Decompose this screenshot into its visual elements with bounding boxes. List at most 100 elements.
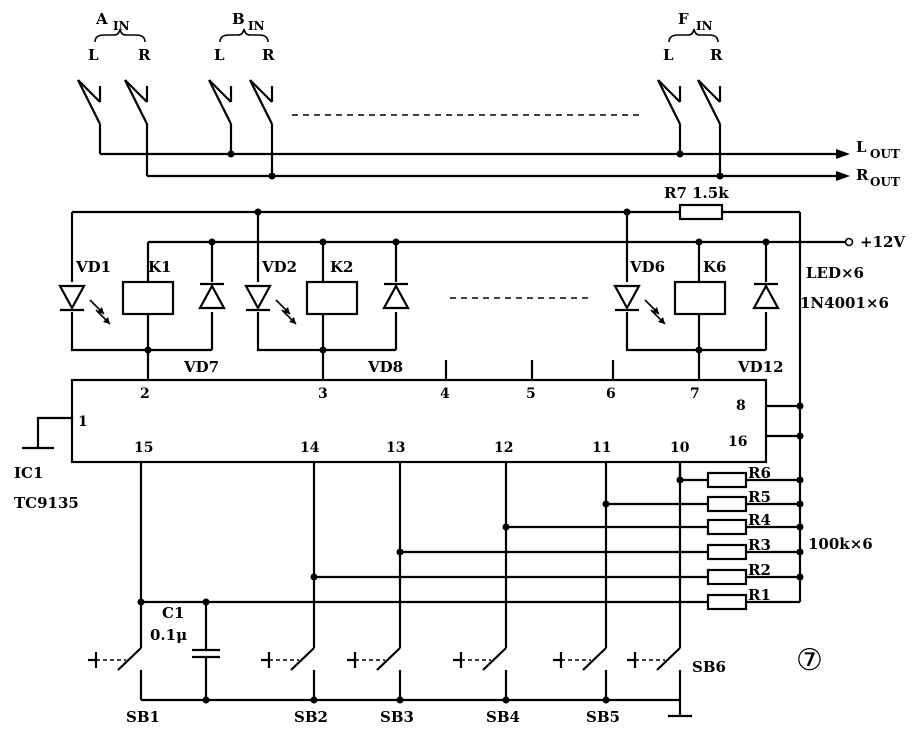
switch-sb3-label: SB3 bbox=[380, 708, 414, 726]
ic1-pin-2: 2 bbox=[140, 386, 150, 402]
input-f-brace bbox=[668, 28, 719, 43]
resistor-r6 bbox=[706, 471, 748, 489]
ic1-pin-4: 4 bbox=[440, 386, 450, 402]
resistor-r5-label: R5 bbox=[748, 488, 771, 506]
output-l-label: L OUT bbox=[856, 138, 900, 161]
diode-vd7-label: VD7 bbox=[183, 358, 219, 376]
switch-sb2-label: SB2 bbox=[294, 708, 328, 726]
ic1-pin-1: 1 bbox=[78, 414, 88, 430]
input-a-l-label: L bbox=[88, 46, 99, 64]
switch-sb3 bbox=[347, 647, 402, 700]
resistor-count-note: 100k×6 bbox=[808, 535, 873, 553]
input-b-l-label: L bbox=[214, 46, 225, 64]
switch-sb2 bbox=[261, 647, 316, 700]
led-emission-arrows-6 bbox=[644, 299, 666, 325]
input-b-r-label: R bbox=[262, 46, 275, 64]
input-f-r-label: R bbox=[710, 46, 723, 64]
resistor-ladder-wiring bbox=[137, 462, 804, 606]
capacitor-c1-value: 0.1μ bbox=[150, 626, 187, 644]
supply-12v-label: +12V bbox=[860, 233, 905, 251]
resistor-r7-label: R7 1.5k bbox=[664, 184, 729, 202]
ic1-pin-6: 6 bbox=[606, 386, 616, 402]
svg-text:F: F bbox=[678, 10, 689, 28]
ground-bus bbox=[141, 696, 692, 718]
ic1-pin-14: 14 bbox=[300, 440, 320, 456]
output-bus-l bbox=[100, 149, 850, 159]
resistor-r2 bbox=[706, 568, 748, 586]
switch-sb6 bbox=[627, 462, 682, 700]
led-count-note: LED×6 bbox=[806, 264, 864, 282]
ic1-pin-7: 7 bbox=[690, 386, 700, 402]
svg-text:L: L bbox=[856, 138, 867, 156]
output-r-label: R OUT bbox=[856, 166, 900, 189]
diode-count-note: 1N4001×6 bbox=[800, 294, 889, 312]
ic1-pin-10: 10 bbox=[670, 440, 690, 456]
supply-rail-12v bbox=[148, 237, 854, 247]
svg-text:OUT: OUT bbox=[870, 147, 900, 161]
input-f-label: F IN bbox=[678, 10, 713, 33]
resistor-r2-label: R2 bbox=[748, 561, 771, 579]
led-emission-arrows-1 bbox=[89, 299, 111, 325]
ic1-part-label: TC9135 bbox=[14, 494, 79, 512]
ic1-bottom-pin-lines bbox=[139, 462, 608, 648]
svg-text:R: R bbox=[856, 166, 869, 184]
svg-text:B: B bbox=[232, 10, 245, 28]
input-b-label: B IN bbox=[232, 10, 265, 33]
figure-number: ⑦ bbox=[796, 643, 823, 678]
resistor-r6-label: R6 bbox=[748, 464, 771, 482]
diode-vd8-label: VD8 bbox=[367, 358, 403, 376]
led-emission-arrows-2 bbox=[275, 299, 297, 325]
switch-sb4-label: SB4 bbox=[486, 708, 520, 726]
ic1-pin-13: 13 bbox=[386, 440, 405, 456]
input-switch-contacts bbox=[77, 79, 722, 176]
ic1-pin-3: 3 bbox=[318, 386, 328, 402]
resistor-r4-label: R4 bbox=[748, 511, 771, 529]
resistor-r1 bbox=[706, 593, 748, 611]
ic1-pin-8: 8 bbox=[736, 398, 746, 414]
capacitor-c1 bbox=[192, 602, 220, 700]
svg-text:IN: IN bbox=[113, 19, 130, 33]
ic1-name-label: IC1 bbox=[14, 464, 43, 482]
ic1-unused-pin-stubs bbox=[444, 360, 615, 380]
output-bus-r bbox=[147, 171, 850, 181]
channel-1-relay-group bbox=[58, 212, 226, 380]
ic1-pin-11: 11 bbox=[592, 440, 611, 456]
resistor-r7 bbox=[678, 203, 724, 221]
diode-vd12-label: VD12 bbox=[737, 358, 784, 376]
ic1-pin-16: 16 bbox=[728, 434, 747, 450]
switch-sb6-label: SB6 bbox=[692, 658, 726, 676]
resistor-r4 bbox=[706, 518, 748, 536]
led-vd6-label: VD6 bbox=[629, 258, 665, 276]
resistor-r5 bbox=[706, 495, 748, 513]
input-a-r-label: R bbox=[138, 46, 151, 64]
relay-k6-label: K6 bbox=[703, 258, 726, 276]
led-vd1-label: VD1 bbox=[75, 258, 111, 276]
svg-text:OUT: OUT bbox=[870, 175, 900, 189]
input-a-brace bbox=[94, 28, 146, 43]
ic1-pins-8-16-wiring bbox=[766, 402, 804, 440]
switch-sb4 bbox=[453, 647, 508, 700]
ic1-pin-5: 5 bbox=[526, 386, 536, 402]
svg-text:IN: IN bbox=[248, 19, 265, 33]
ic1-pin1-ground bbox=[22, 416, 72, 450]
ic1-pin-15: 15 bbox=[134, 440, 153, 456]
input-b-brace bbox=[219, 28, 269, 43]
switch-sb1-label: SB1 bbox=[126, 708, 160, 726]
channel-6-relay-group bbox=[613, 212, 780, 380]
resistor-r3-label: R3 bbox=[748, 536, 771, 554]
switch-sb5-label: SB5 bbox=[586, 708, 620, 726]
switch-sb5 bbox=[553, 647, 608, 700]
svg-text:IN: IN bbox=[696, 19, 713, 33]
ic1-pin-12: 12 bbox=[494, 440, 513, 456]
input-a-label: A IN bbox=[95, 10, 130, 33]
relay-k2-label: K2 bbox=[330, 258, 353, 276]
channel-2-relay-group bbox=[244, 212, 410, 380]
ic1-body bbox=[70, 378, 768, 464]
svg-text:A: A bbox=[95, 10, 108, 28]
led-vd2-label: VD2 bbox=[261, 258, 297, 276]
relay-k1-label: K1 bbox=[148, 258, 171, 276]
resistor-r3 bbox=[706, 543, 748, 561]
input-f-l-label: L bbox=[663, 46, 674, 64]
switch-sb1 bbox=[88, 647, 143, 700]
